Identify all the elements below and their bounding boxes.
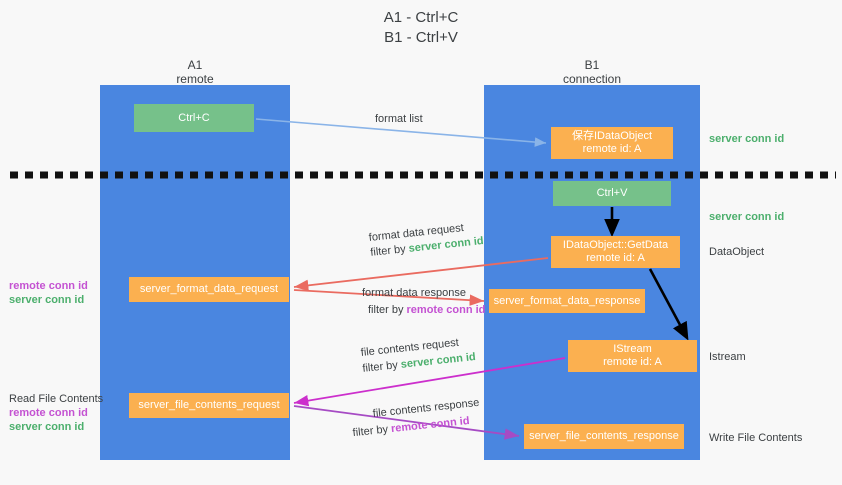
box-save-idataobject[interactable]: 保存IDataObject remote id: A [551, 127, 673, 159]
label-read-file-contents: Read File Contents remote conn id server… [9, 392, 103, 434]
box-istream-line2: remote id: A [603, 356, 662, 368]
label-server-conn-id-mid: server conn id [709, 211, 785, 223]
annotation-format-data-response-line1: format data response [362, 287, 466, 299]
annotation-format-data-request-filter-prefix: filter by [369, 243, 407, 259]
box-save-idataobject-line1: 保存IDataObject [571, 130, 653, 142]
label-read-file-contents-remote: remote conn id [9, 407, 88, 419]
annotation-format-data-request: format data request filter by server con… [368, 218, 484, 261]
annotation-format-data-response: format data response filter by remote co… [362, 285, 485, 318]
annotation-format-list: format list [375, 111, 423, 127]
box-idataobject-getdata-line2: remote id: A [586, 252, 645, 264]
column-header-b1-name: B1 [584, 58, 600, 72]
label-read-file-contents-heading: Read File Contents [9, 393, 104, 405]
box-server-format-data-request-label: server_format_data_request [139, 283, 279, 295]
box-server-file-contents-response-label: server_file_contents_response [529, 430, 679, 442]
column-header-b1: B1 connection [484, 58, 700, 86]
box-istream-line1: IStream [613, 343, 652, 355]
annotation-format-data-response-filter: filter by remote conn id [368, 302, 485, 318]
annotation-file-contents-request-filter-prefix: filter by [361, 359, 399, 375]
annotation-file-contents-response-filter-prefix: filter by [352, 423, 389, 440]
label-conn-pair-format: remote conn id server conn id [9, 279, 88, 307]
annotation-format-list-label: format list [375, 113, 423, 125]
box-server-format-data-response-label: server_format_data_response [493, 294, 641, 307]
box-istream-text: IStream remote id: A [603, 343, 662, 369]
box-server-file-contents-request[interactable]: server_file_contents_request [129, 393, 289, 418]
box-idataobject-getdata-line1: IDataObject::GetData [562, 239, 669, 251]
box-idataobject-getdata-text: IDataObject::GetData remote id: A [563, 239, 668, 265]
box-server-file-contents-request-label: server_file_contents_request [138, 399, 280, 411]
box-ctrl-v[interactable]: Ctrl+V [553, 181, 671, 206]
box-istream[interactable]: IStream remote id: A [568, 340, 697, 372]
box-ctrl-c-label: Ctrl+C [178, 111, 210, 124]
column-header-a1-sub: remote [176, 72, 214, 86]
box-save-idataobject-line2: remote id: A [582, 143, 642, 155]
column-header-a1: A1 remote [100, 58, 290, 86]
annotation-file-contents-response: file contents response filter by remote … [352, 395, 482, 439]
annotation-format-data-response-filter-target: remote conn id [406, 304, 486, 316]
title-line-2: B1 - Ctrl+V [384, 29, 458, 46]
annotation-format-data-response-filter-prefix: filter by [368, 304, 404, 316]
label-write-file-contents: Write File Contents [709, 432, 803, 444]
box-ctrl-c[interactable]: Ctrl+C [134, 104, 254, 132]
label-read-file-contents-server: server conn id [9, 421, 85, 433]
column-header-a1-name: A1 [187, 58, 203, 72]
label-dataobject: DataObject [709, 246, 765, 258]
label-conn-pair-format-remote: remote conn id [9, 280, 88, 292]
title-line-1: A1 - Ctrl+C [383, 9, 459, 26]
label-istream: Istream [709, 351, 746, 363]
label-conn-pair-format-server: server conn id [9, 294, 85, 306]
annotation-file-contents-request: file contents request filter by server c… [360, 333, 476, 377]
box-server-format-data-response[interactable]: server_format_data_response [489, 289, 645, 313]
box-ctrl-v-label: Ctrl+V [596, 187, 628, 199]
box-server-format-data-request[interactable]: server_format_data_request [129, 277, 289, 302]
box-idataobject-getdata[interactable]: IDataObject::GetData remote id: A [551, 236, 680, 268]
column-header-b1-sub: connection [562, 72, 622, 86]
box-server-file-contents-response[interactable]: server_file_contents_response [524, 424, 684, 449]
box-save-idataobject-text: 保存IDataObject remote id: A [572, 130, 652, 156]
label-server-conn-id-top: server conn id [709, 133, 785, 145]
page-title: A1 - Ctrl+C B1 - Ctrl+V [0, 8, 842, 48]
